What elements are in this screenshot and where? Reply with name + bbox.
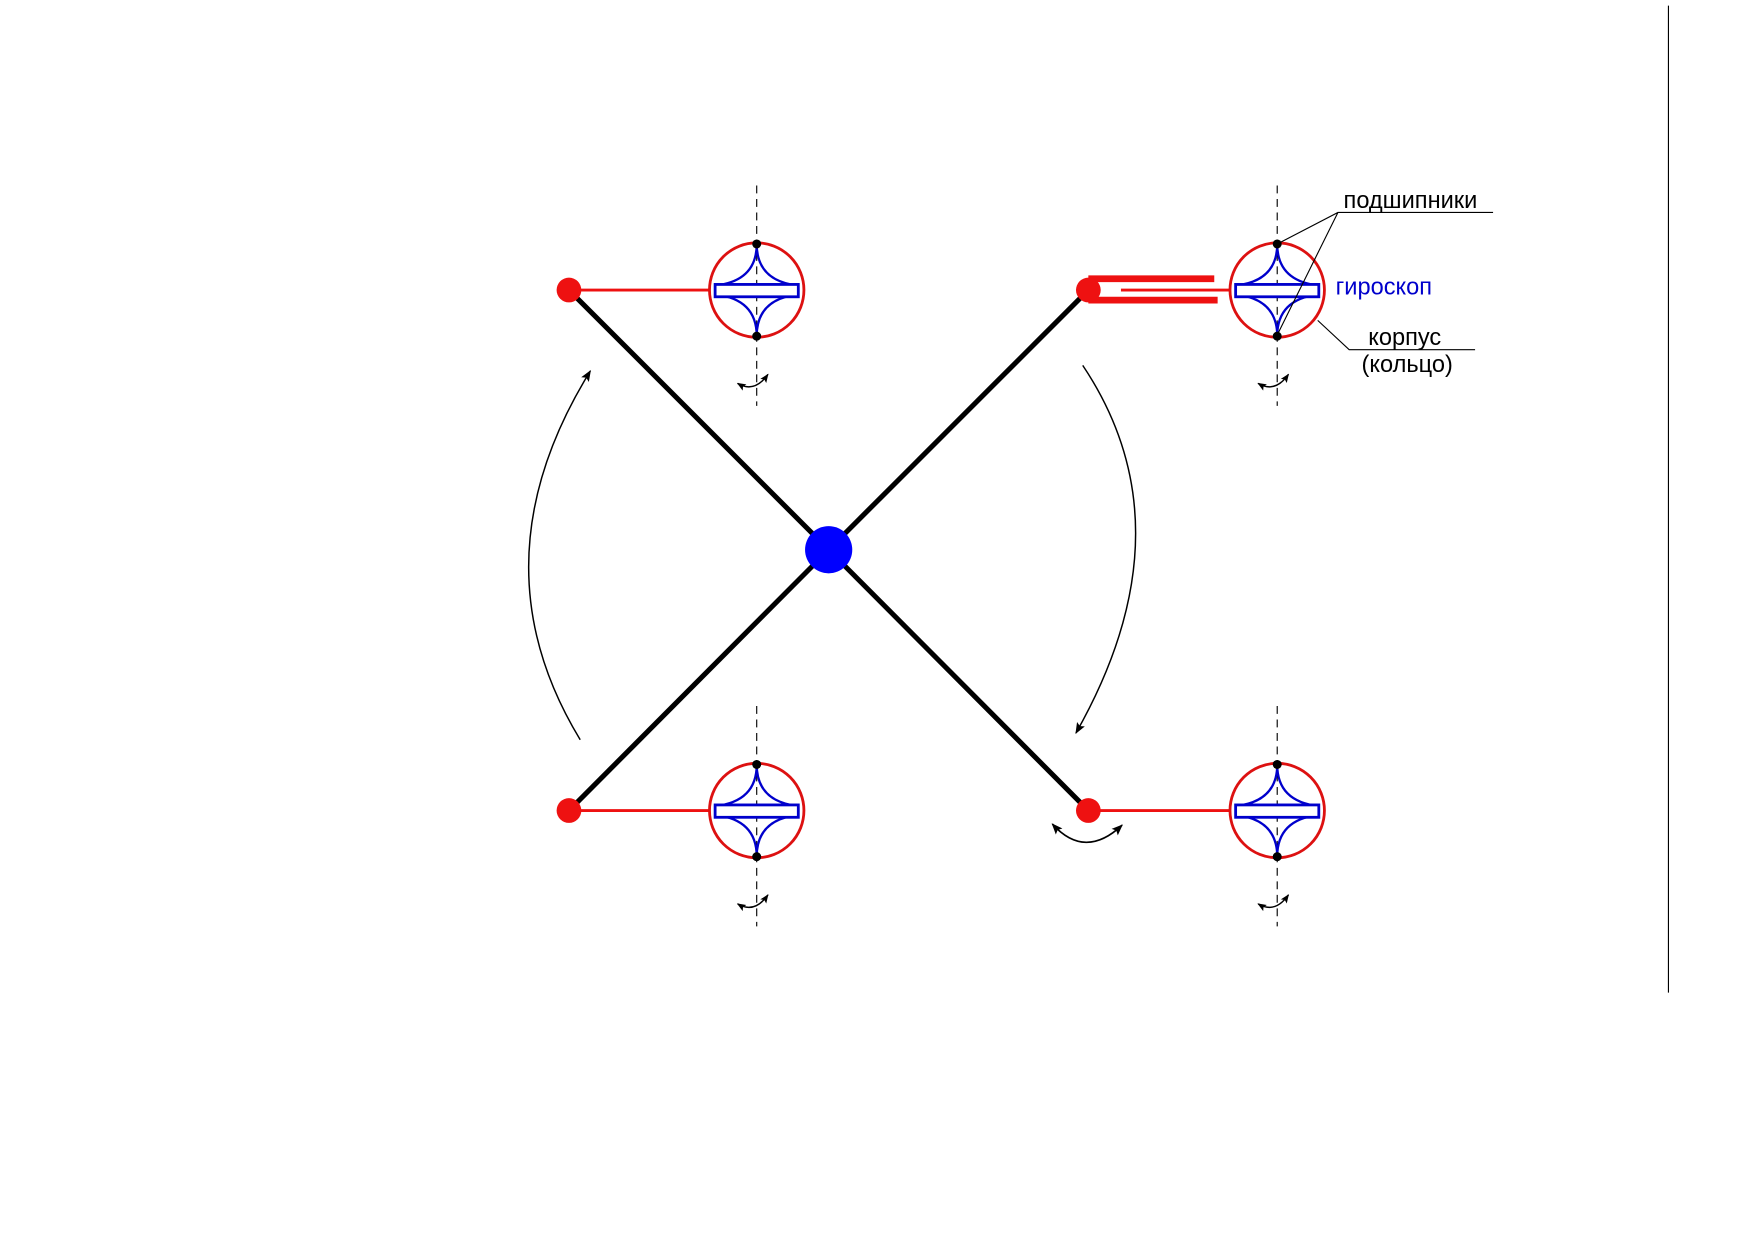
gyro-unit-bottom-left — [709, 706, 803, 926]
arms — [567, 288, 1091, 813]
swing-arrow-bottom-right — [1051, 823, 1123, 844]
gyro-unit-bottom-right — [1230, 706, 1324, 926]
label-housing: корпус — [1368, 325, 1441, 351]
arm-top-left — [567, 288, 831, 552]
arm-bottom-left — [567, 547, 831, 813]
rotation-arrow-right — [1075, 364, 1137, 734]
joint-bottom-left — [556, 798, 582, 823]
label-gyroscope: гироскоп — [1336, 275, 1432, 301]
rotation-arrow-left — [527, 370, 591, 741]
gyro-unit-top-right — [1230, 185, 1324, 405]
hub — [805, 526, 853, 574]
joint-top-right — [1075, 277, 1101, 303]
joint-top-left — [556, 277, 582, 303]
joint-bottom-right — [1075, 798, 1101, 823]
label-housing-note: (кольцо) — [1362, 352, 1453, 378]
label-bearings: подшипники — [1344, 188, 1478, 214]
connectors — [568, 275, 1232, 812]
gyro-unit-top-left — [709, 185, 803, 405]
arm-top-right — [826, 288, 1091, 552]
leader-lines — [1276, 211, 1494, 351]
arm-bottom-right — [826, 547, 1091, 813]
